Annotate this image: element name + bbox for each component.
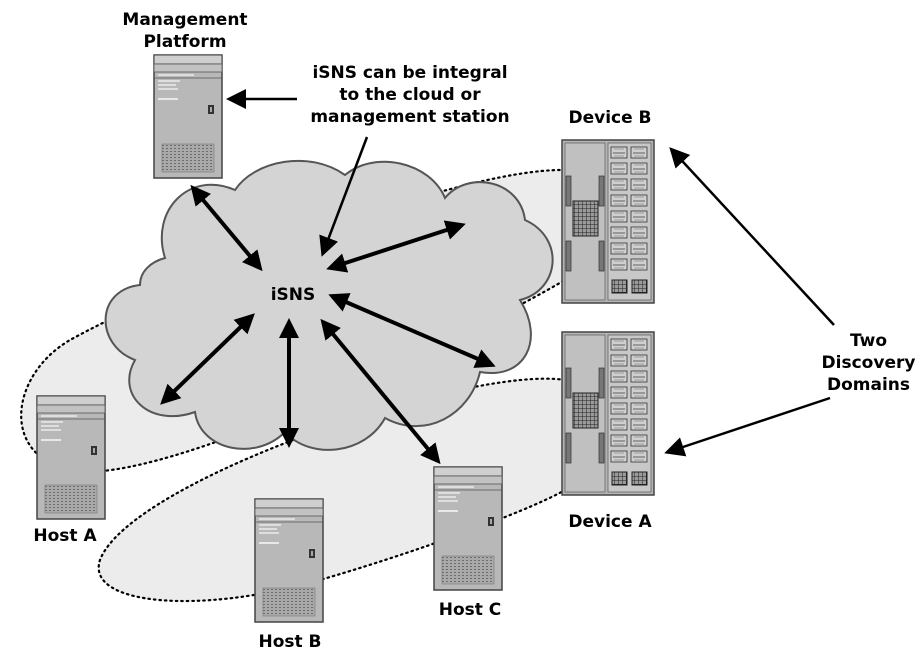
two-discovery-domains-label: Two Discovery Domains: [815, 330, 922, 396]
two-discovery-domains-line-3: Domains: [826, 375, 911, 395]
management-platform-label-line-1: Management: [122, 10, 248, 30]
management-platform-server-icon: [153, 54, 223, 179]
arrow-annotation-to-isns: [319, 136, 369, 257]
device-a-label: Device A: [568, 512, 652, 532]
management-platform-label-line-2: Platform: [143, 32, 227, 52]
two-discovery-domains-line-1: Two: [849, 331, 888, 351]
isns-annotation-line-2: to the cloud or: [339, 85, 481, 105]
arrow-domains-to-device-a: [664, 396, 831, 457]
isns-annotation-line-1: iSNS can be integral: [312, 63, 508, 83]
isns-annotation: iSNS can be integral to the cloud or man…: [280, 62, 540, 128]
host-b-label: Host B: [258, 632, 322, 652]
isns-annotation-line-3: management station: [310, 107, 510, 127]
device-b-label: Device B: [568, 108, 652, 128]
host-a-server-icon: [36, 395, 106, 520]
host-a-label: Host A: [33, 526, 97, 546]
arrow-domains-to-device-b: [669, 147, 835, 326]
arrow-isns-device-b-upper: [326, 220, 466, 273]
host-b-server-icon: [254, 498, 324, 623]
arrow-isns-host-a: [160, 313, 255, 405]
isns-label: iSNS: [270, 285, 316, 305]
management-platform-label: Management Platform: [110, 9, 260, 53]
arrow-isns-management: [190, 184, 263, 272]
device-b-storage-icon: [562, 140, 654, 303]
isns-arrows: [160, 184, 496, 465]
device-a-storage-icon: [562, 332, 654, 495]
two-discovery-domains-line-2: Discovery: [821, 353, 916, 373]
annotation-arrows: [226, 89, 835, 457]
arrow-isns-host-c: [320, 318, 441, 465]
host-c-server-icon: [433, 466, 503, 591]
host-c-label: Host C: [438, 600, 502, 620]
